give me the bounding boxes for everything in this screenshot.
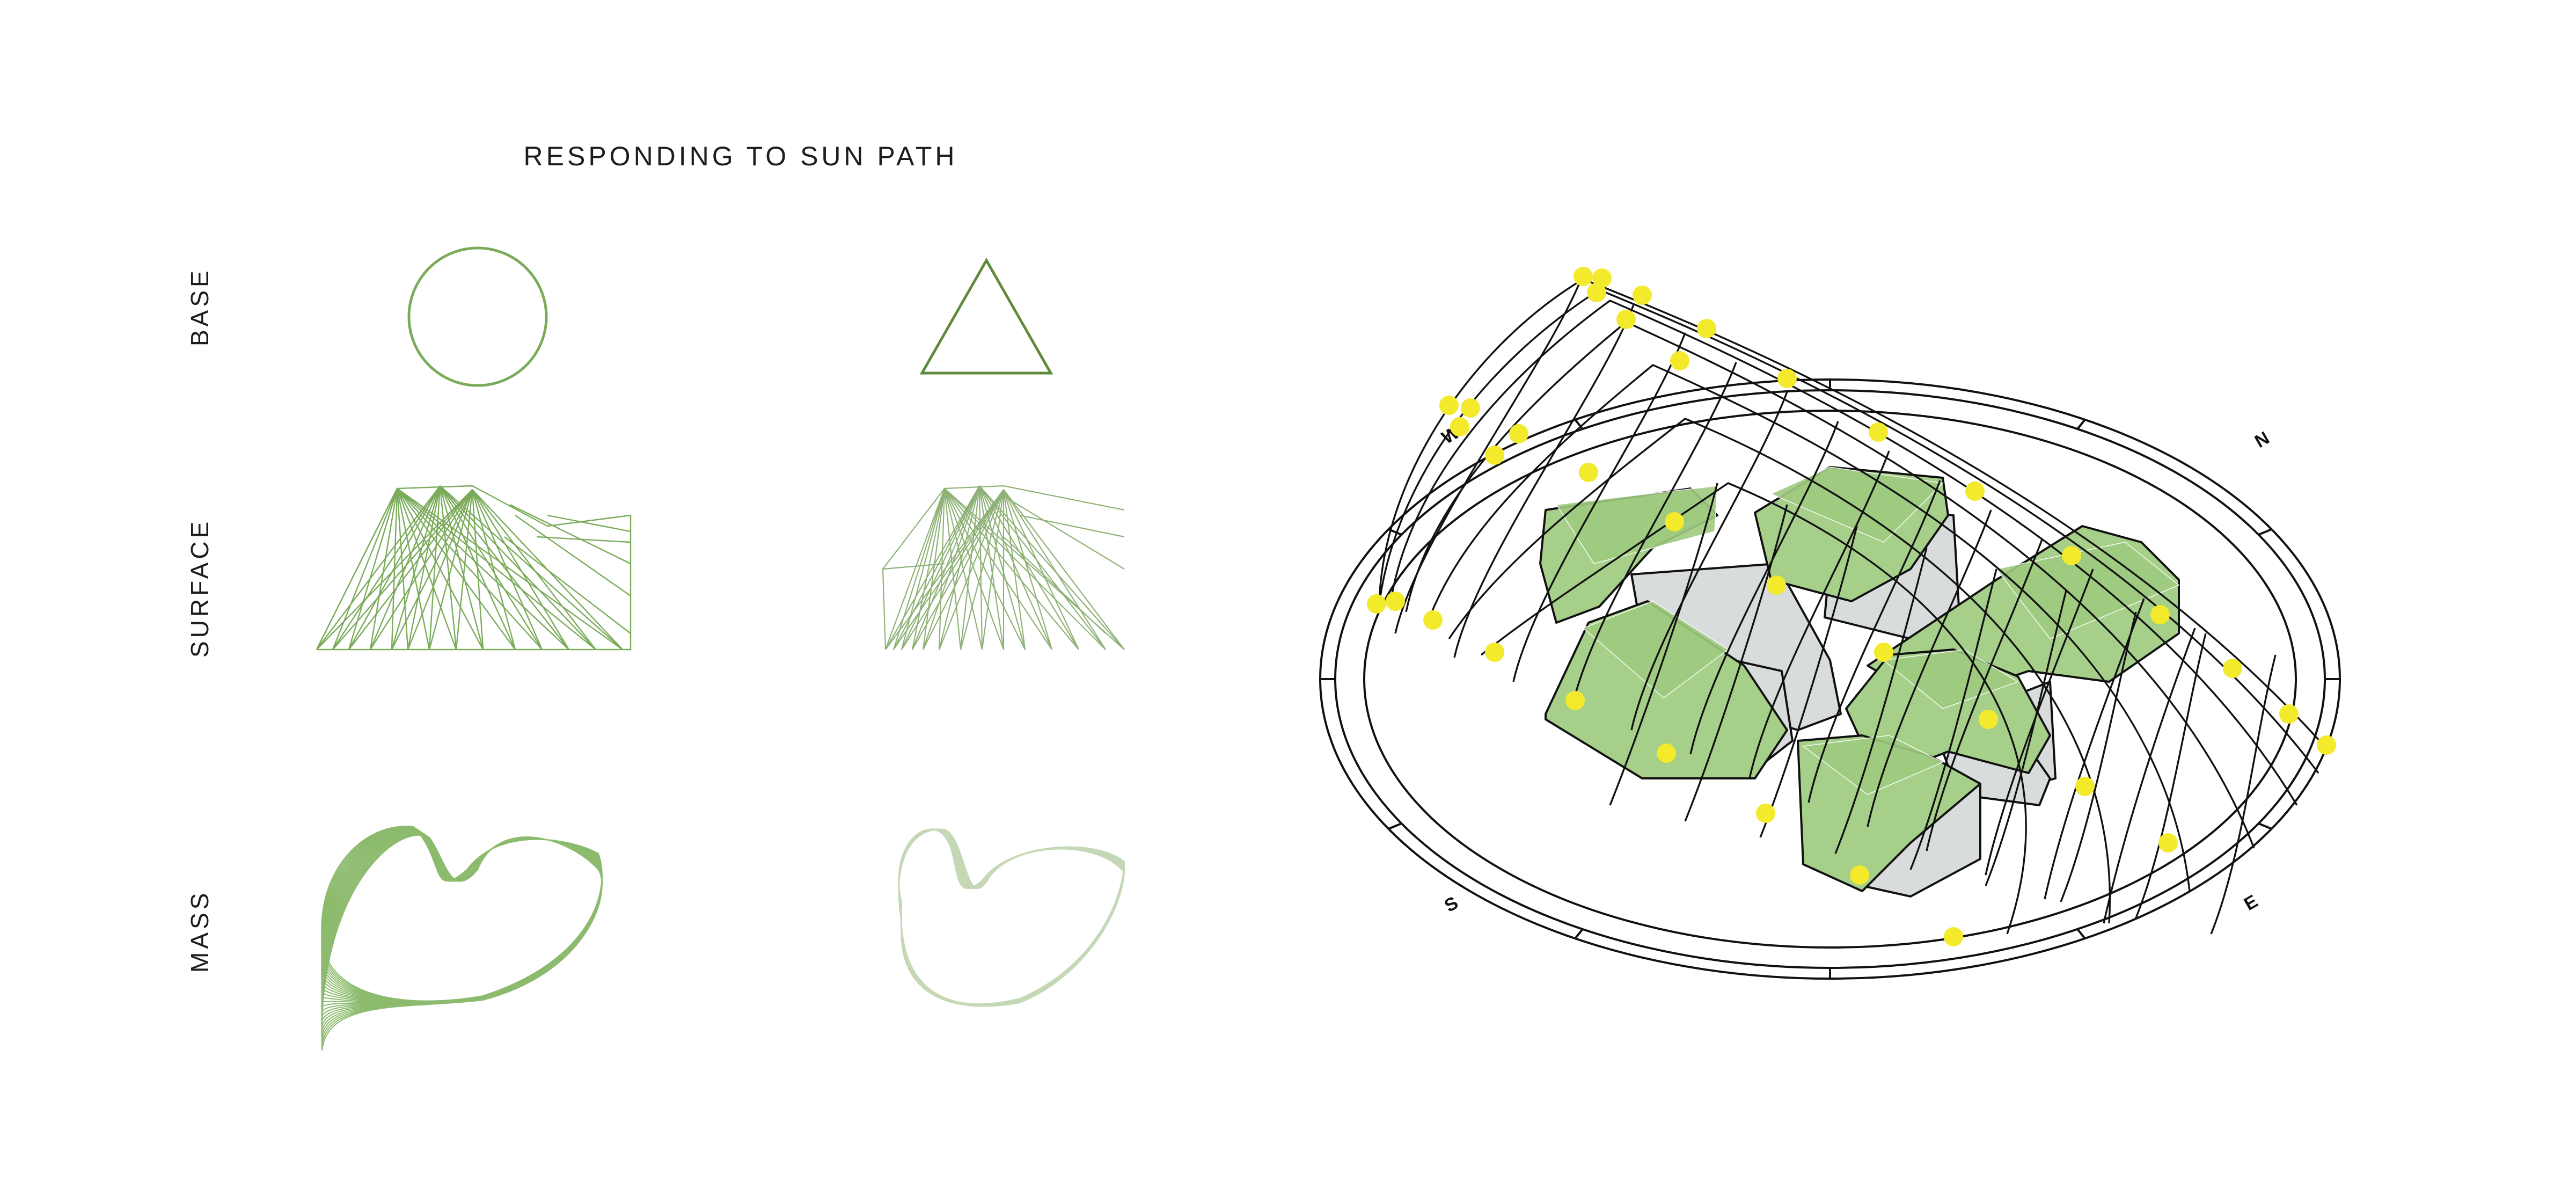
mass-circle-wireframe — [321, 826, 602, 1051]
mass-triangle-contour — [899, 829, 1124, 1004]
sun-position-point — [1485, 446, 1504, 465]
sun-position-point — [1874, 643, 1893, 662]
mass-triangle-contour — [899, 829, 1124, 1005]
sun-position-point — [1850, 865, 1869, 885]
sun-position-point — [1697, 319, 1716, 338]
sun-position-point — [1509, 424, 1528, 443]
base-circle-shape — [409, 248, 546, 385]
surface-circle-strut — [472, 490, 483, 650]
sun-position-point — [1616, 310, 1636, 329]
mass-circle-contour — [321, 831, 602, 1003]
sun-hour-line — [2211, 655, 2275, 934]
sun-position-point — [2223, 659, 2242, 678]
compass-label-east: E — [2241, 891, 2262, 915]
mass-triangle-contour — [899, 829, 1124, 1007]
sun-position-point — [1461, 398, 1480, 418]
mass-triangle-contour — [899, 829, 1124, 1005]
sun-position-point — [1965, 482, 1985, 501]
sun-position-point — [1574, 267, 1593, 286]
surface-triangle-strut — [894, 489, 945, 650]
surface-triangle-strut — [902, 489, 945, 650]
sun-position-point — [1767, 575, 1786, 595]
compass-ring-tick — [2077, 420, 2085, 429]
sun-position-point — [1670, 351, 1689, 370]
mass-triangle-contour — [899, 829, 1124, 1005]
mass-circle-contour — [321, 832, 602, 1003]
mass-triangle-contour — [899, 829, 1124, 1005]
surface-triangle-strut — [945, 489, 1052, 650]
compass-label-south: S — [1441, 893, 1462, 916]
sun-position-point — [2158, 833, 2178, 852]
sun-position-point — [2075, 777, 2095, 796]
sun-position-point — [2317, 735, 2336, 755]
sun-path-dome: N S E W — [1320, 267, 2340, 979]
sun-position-point — [1439, 396, 1459, 415]
mass-triangle-contour — [899, 829, 1124, 1005]
sun-position-point — [1869, 422, 1888, 442]
compass-ring-tick — [1388, 823, 1401, 829]
mass-triangle-contour — [899, 829, 1124, 1004]
sun-position-point — [1423, 610, 1443, 630]
sun-position-point — [1756, 804, 1775, 823]
sun-position-point — [2062, 546, 2081, 565]
compass-label-north: N — [2251, 428, 2273, 452]
compass-ring-tick — [1575, 929, 1583, 938]
surface-circle-wireframe — [317, 486, 631, 650]
surface-triangle-edge — [883, 564, 945, 569]
sun-position-point — [2279, 704, 2299, 724]
mass-triangle-contour — [899, 829, 1124, 1005]
mass-triangle-contour — [899, 829, 1124, 1004]
surface-triangle-strut — [923, 486, 979, 650]
mass-triangle-contour — [899, 829, 1124, 1005]
surface-triangle-edge — [1004, 537, 1106, 633]
mass-triangle-contour — [899, 829, 1124, 1005]
mass-triangle-contour — [899, 829, 1124, 1005]
sun-position-point — [1386, 592, 1405, 611]
mass-triangle-contour — [899, 829, 1124, 1004]
surface-triangle-wireframe — [883, 486, 1124, 650]
mass-triangle-contour — [899, 829, 1124, 1007]
compass-ring-tick — [2258, 529, 2271, 535]
sun-position-point — [1565, 691, 1585, 710]
surface-triangle-strut — [979, 486, 982, 650]
sun-position-point — [1657, 743, 1676, 763]
surface-circle-strut — [472, 490, 596, 650]
mass-triangle-contour — [899, 829, 1124, 1006]
sun-position-point — [1450, 417, 1469, 436]
sun-position-point — [1367, 594, 1386, 614]
surface-triangle-strut — [902, 490, 1004, 650]
surface-triangle-edge — [1020, 515, 1124, 537]
sun-position-point — [1665, 512, 1684, 531]
sun-position-point — [1777, 369, 1797, 388]
sun-position-point — [1579, 463, 1598, 482]
base-triangle-cell — [922, 260, 1051, 373]
mass-triangle-wireframe — [899, 829, 1124, 1007]
sun-position-point — [1485, 643, 1504, 662]
sun-position-point — [2150, 605, 2170, 624]
sun-position-point — [1633, 286, 1652, 305]
sun-position-point — [1979, 710, 1998, 729]
surface-circle-strut — [333, 489, 397, 650]
base-circle-cell — [409, 248, 546, 385]
mass-triangle-contour — [899, 829, 1124, 1006]
mass-triangle-contour — [899, 829, 1124, 1006]
mass-triangle-contour — [899, 829, 1124, 1004]
surface-triangle-strut — [979, 486, 1025, 650]
surface-circle-strut — [317, 486, 440, 650]
sun-position-point — [1944, 927, 1963, 946]
mass-triangle-contour — [899, 829, 1124, 1006]
surface-circle-strut — [349, 489, 397, 650]
compass-ring-tick — [2258, 823, 2271, 829]
sun-position-point — [1587, 283, 1606, 302]
base-triangle-shape — [922, 260, 1051, 373]
compass-ring-tick — [2077, 929, 2085, 938]
